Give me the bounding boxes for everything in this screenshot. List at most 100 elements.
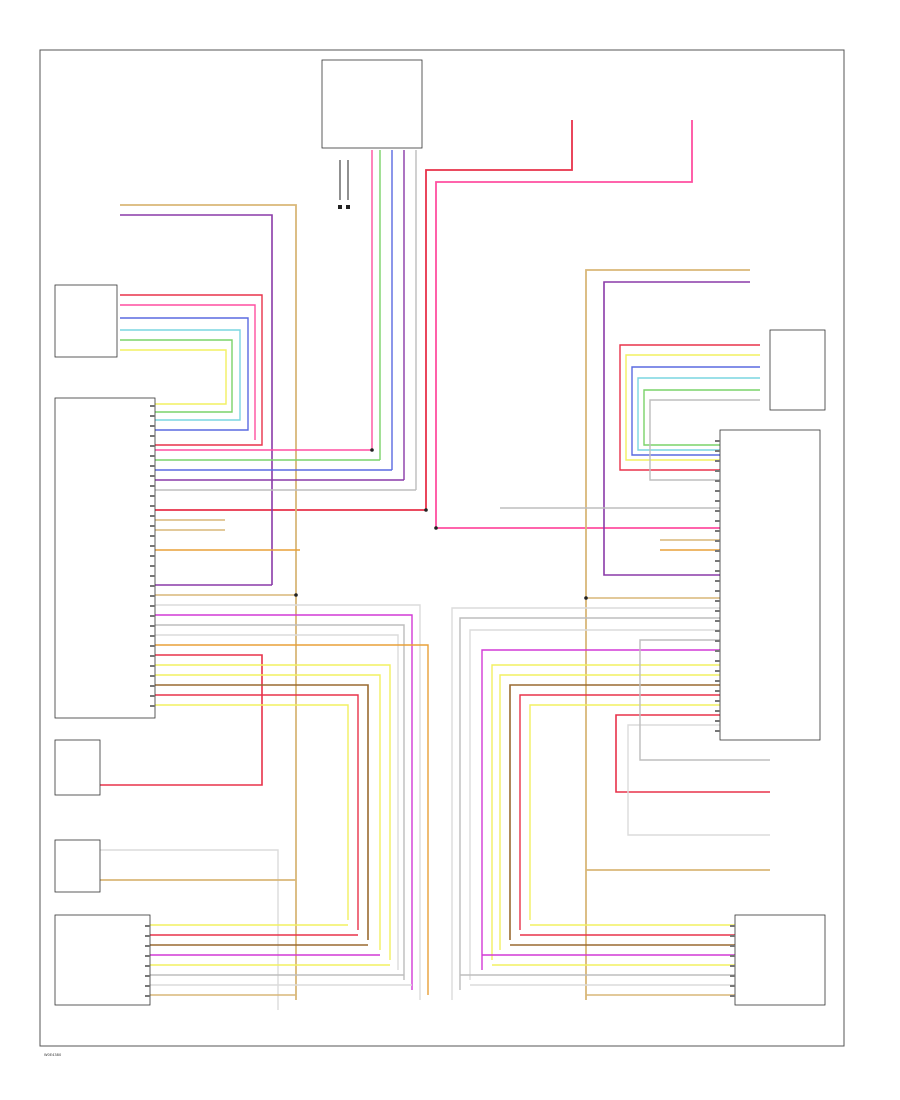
wire-36 (155, 684, 369, 940)
left-door-switch-box (54, 839, 101, 893)
wire-56 (649, 399, 760, 481)
wire-65 (491, 664, 720, 960)
left-unit-pin (150, 685, 155, 687)
right-mirror-module-box (734, 914, 826, 1006)
splice-dot (424, 508, 428, 512)
diagram-ref-code: W0E4380 (44, 1053, 62, 1057)
left-mirror-fold-box (54, 739, 101, 796)
diagram-frame (39, 49, 845, 1047)
left-mirror-pin (145, 955, 150, 957)
wire-61 (451, 607, 720, 1000)
right-unit-pin (715, 680, 720, 682)
right-unit-pin (715, 520, 720, 522)
left-unit-pin (150, 585, 155, 587)
left-control-unit-box (54, 397, 156, 719)
left-unit-pin (150, 475, 155, 477)
right-mirror-pin (730, 935, 735, 937)
left-unit-pin (150, 535, 155, 537)
left-unit-pin (150, 505, 155, 507)
left-unit-pin (150, 705, 155, 707)
wire-53 (631, 366, 760, 456)
wire-10 (120, 204, 297, 1000)
wire-8 (155, 120, 573, 511)
right-unit-pin (715, 630, 720, 632)
wire-70 (615, 714, 770, 793)
right-unit-pin (715, 720, 720, 722)
right-control-unit-box (719, 429, 821, 741)
right-unit-pin (715, 690, 720, 692)
wire-55 (643, 389, 760, 446)
left-unit-pin (150, 615, 155, 617)
right-unit-pin (715, 650, 720, 652)
right-mirror-pin (730, 975, 735, 977)
right-unit-pin (715, 710, 720, 712)
components-layer (54, 59, 826, 1006)
left-unit-pin (150, 515, 155, 517)
left-mirror-pin (145, 965, 150, 967)
wire-16 (120, 339, 233, 413)
wires-layer (100, 120, 770, 1010)
splice-dot (370, 448, 374, 452)
wire-34 (155, 664, 391, 960)
right-unit-pin (715, 610, 720, 612)
wire-51 (619, 344, 760, 471)
left-unit-pin (150, 605, 155, 607)
right-unit-pin (715, 550, 720, 552)
left-unit-pin (150, 645, 155, 647)
right-mirror-pin (730, 945, 735, 947)
ground-symbol (346, 205, 350, 209)
left-unit-pin (150, 675, 155, 677)
left-mirror-pin (145, 925, 150, 927)
left-mirror-module-box (54, 914, 151, 1006)
wire-37 (155, 694, 359, 930)
left-unit-pin (150, 445, 155, 447)
right-mirror-pin (730, 985, 735, 987)
left-mirror-pin (145, 945, 150, 947)
left-mirror-pin (145, 995, 150, 997)
left-unit-pin (150, 665, 155, 667)
left-unit-pin (150, 415, 155, 417)
left-unit-pin (150, 405, 155, 407)
left-unit-pin (150, 635, 155, 637)
splice-dot (584, 596, 588, 600)
left-unit-pin (150, 495, 155, 497)
wire-32 (155, 644, 429, 995)
left-unit-pin (150, 565, 155, 567)
right-unit-pin (715, 440, 720, 442)
splice-dot (434, 526, 438, 530)
right-unit-pin (715, 580, 720, 582)
left-unit-pin (150, 435, 155, 437)
left-unit-pin (150, 695, 155, 697)
left-unit-pin (150, 555, 155, 557)
left-unit-pin (150, 575, 155, 577)
right-mirror-pin (730, 955, 735, 957)
left-unit-pin (150, 455, 155, 457)
right-unit-pin (715, 470, 720, 472)
left-unit-pin (150, 425, 155, 427)
wire-73 (639, 639, 770, 761)
splice-dot (294, 593, 298, 597)
left-unit-pin (150, 625, 155, 627)
right-unit-pin (715, 570, 720, 572)
right-unit-pin (715, 660, 720, 662)
wire-71 (627, 724, 770, 836)
wire-69 (529, 704, 720, 920)
wire-17 (120, 349, 227, 405)
right-unit-pin (715, 500, 720, 502)
wire-39 (100, 849, 279, 1010)
right-switch-box (769, 329, 826, 411)
wire-62 (459, 617, 720, 990)
wire-67 (509, 684, 720, 940)
right-unit-pin (715, 700, 720, 702)
wire-35 (155, 674, 381, 950)
wire-49 (585, 269, 750, 1000)
wire-66 (499, 674, 720, 950)
left-unit-pin (150, 485, 155, 487)
right-mirror-pin (730, 965, 735, 967)
right-unit-pin (715, 670, 720, 672)
right-unit-pin (715, 510, 720, 512)
left-mirror-pin (145, 975, 150, 977)
wire-12 (120, 294, 263, 446)
wire-15 (120, 329, 241, 421)
